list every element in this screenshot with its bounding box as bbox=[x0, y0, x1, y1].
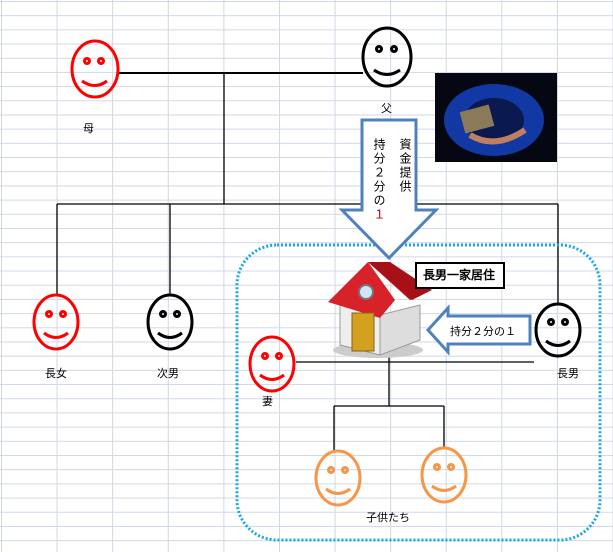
mother-label: 母 bbox=[83, 122, 94, 135]
family-boundary bbox=[235, 243, 602, 542]
share-text-number: １ bbox=[372, 208, 386, 222]
father-face-icon bbox=[361, 26, 413, 88]
mother-face-icon bbox=[70, 39, 120, 99]
left-arrow-text: 持分２分の１ bbox=[450, 325, 516, 338]
child-face-icon bbox=[420, 446, 468, 504]
money-image bbox=[435, 73, 557, 162]
share-text-main: 持分２分の bbox=[372, 138, 386, 208]
house-icon bbox=[328, 262, 432, 358]
father-label: 父 bbox=[381, 102, 392, 115]
child-face-icon bbox=[314, 449, 362, 507]
house-label: 長男一家居住 bbox=[415, 262, 505, 289]
eldest-daughter-face-icon bbox=[32, 293, 80, 351]
eldest-daughter-label: 長女 bbox=[45, 367, 67, 380]
down-arrow bbox=[338, 118, 440, 261]
eldest-son-face-icon bbox=[534, 302, 582, 358]
wife-label: 妻 bbox=[262, 395, 273, 408]
family-lines bbox=[56, 72, 559, 452]
left-arrow bbox=[425, 304, 532, 356]
second-son-face-icon bbox=[146, 293, 194, 351]
faces bbox=[32, 26, 582, 507]
eldest-son-label: 長男 bbox=[557, 367, 579, 380]
share-text: 持分２分の１ bbox=[372, 138, 386, 222]
second-son-label: 次男 bbox=[157, 367, 179, 380]
wife-face-icon bbox=[248, 335, 296, 393]
children-label: 子供たち bbox=[366, 511, 410, 524]
funding-text: 資金提供 bbox=[398, 138, 412, 194]
